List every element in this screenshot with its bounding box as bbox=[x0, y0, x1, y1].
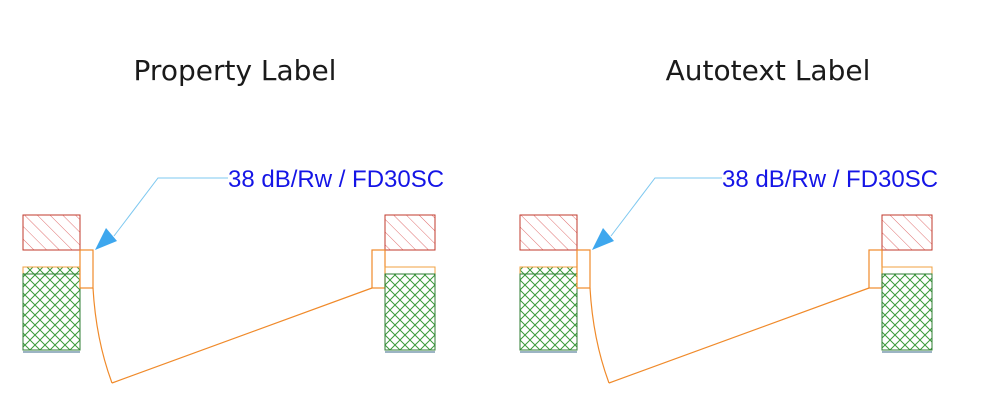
door-tag-label[interactable]: 38 dB/Rw / FD30SC bbox=[228, 166, 444, 193]
door-frame bbox=[79, 249, 94, 289]
panel-autotext-label: Autotext Label 38 dB/Rw / FD30SC bbox=[519, 54, 938, 384]
wall-segment-green bbox=[384, 273, 436, 351]
wall-trim bbox=[519, 266, 578, 275]
door-leaf bbox=[608, 287, 870, 384]
door-swing-arc bbox=[92, 287, 113, 384]
door-swing-arc bbox=[589, 287, 610, 384]
door-frame bbox=[868, 249, 883, 289]
wall-segment-red bbox=[519, 214, 578, 251]
panel-title: Autotext Label bbox=[666, 54, 871, 87]
wall-segment-red bbox=[384, 214, 436, 251]
door-leaf bbox=[111, 287, 373, 384]
wall-trim bbox=[384, 266, 436, 275]
door-frame bbox=[371, 249, 386, 289]
panel-title: Property Label bbox=[134, 54, 337, 87]
wall-trim bbox=[22, 266, 81, 275]
leader-arrowhead-icon bbox=[95, 228, 117, 250]
wall-segment-green bbox=[22, 273, 81, 351]
wall-segment-red bbox=[881, 214, 933, 251]
wall-segment-green bbox=[519, 273, 578, 351]
leader-line bbox=[610, 177, 722, 237]
leader-arrowhead-icon bbox=[592, 228, 614, 250]
door-tag-label[interactable]: 38 dB/Rw / FD30SC bbox=[722, 166, 938, 193]
leader-line bbox=[113, 177, 228, 237]
wall-trim bbox=[881, 266, 933, 275]
panel-property-label: Property Label 38 dB/Rw / FD30SC bbox=[22, 54, 444, 384]
door-frame bbox=[576, 249, 591, 289]
wall-segment-red bbox=[22, 214, 81, 251]
wall-segment-green bbox=[881, 273, 933, 351]
